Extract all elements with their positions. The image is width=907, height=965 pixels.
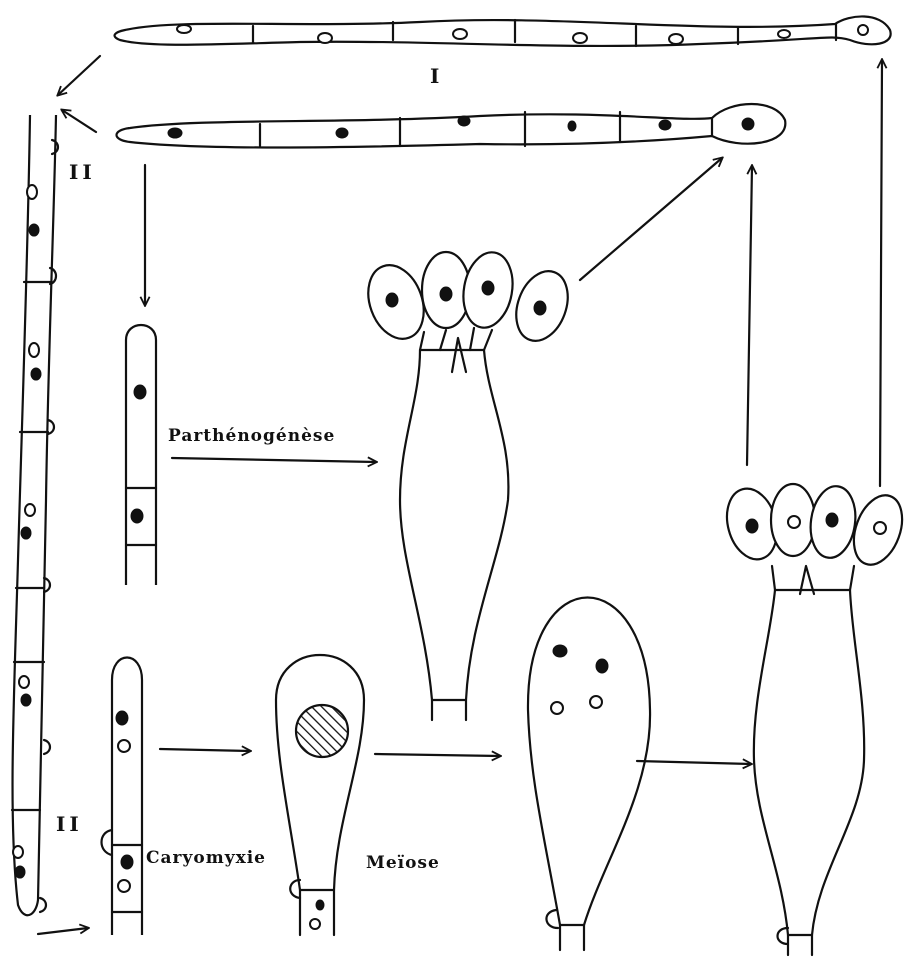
basidium-meiotic-spores: [720, 483, 907, 955]
hypha-generation-I: [115, 16, 891, 46]
arrow-to-karyomixis: [160, 749, 250, 751]
arrow-basidium-up-to-I: [880, 60, 882, 486]
cell-uninucleate-tip: [126, 325, 156, 585]
basidium-four-nuclei: [528, 598, 650, 951]
arrow-to-meiosis: [375, 754, 500, 756]
label-generation-II-top: II: [69, 160, 96, 184]
arrow-hypha-into-left: [62, 110, 96, 132]
label-generation-II-bottom: II: [56, 812, 83, 836]
probasidium-diploid-nucleus: [276, 655, 364, 935]
arrow-parthenogenesis: [172, 458, 376, 462]
label-parthenogenesis: Parthénogénèse: [168, 426, 335, 446]
arrow-bottom-left: [38, 928, 88, 934]
label-generation-I: I: [430, 64, 443, 88]
cell-binucleate-tip: [102, 658, 143, 936]
arrow-to-spores: [637, 761, 751, 764]
hypha-filled-nuclei: [117, 104, 786, 148]
arrow-spore-to-hypha: [580, 158, 722, 280]
arrow-basidium-up-to-hypha: [747, 166, 752, 465]
hypha-left-vertical: [12, 115, 58, 915]
arrow-top-to-left: [58, 56, 100, 95]
label-meiosis: Meïose: [366, 853, 440, 873]
label-karyomixis: Caryomyxie: [146, 848, 266, 868]
